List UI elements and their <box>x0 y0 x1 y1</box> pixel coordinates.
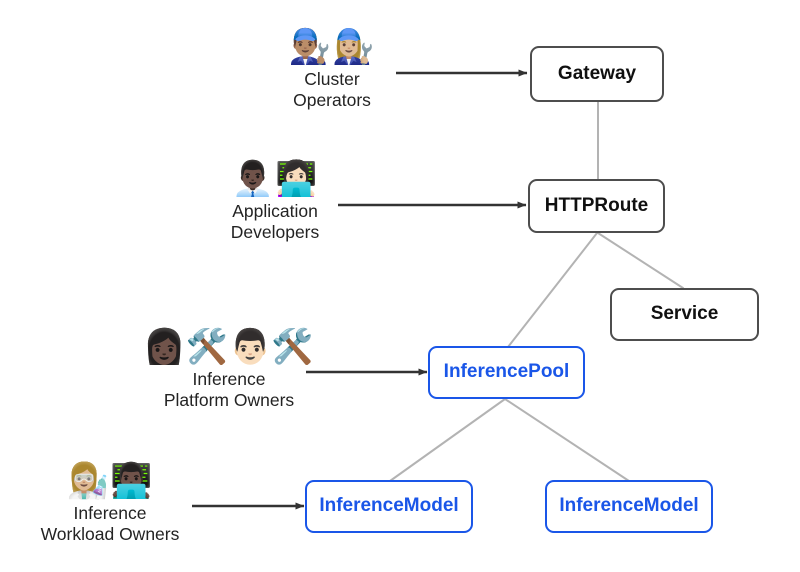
persona-inference-workload-owners: 👩🏼‍🔬👨🏿‍💻 Inference Workload Owners <box>0 464 220 546</box>
node-gateway[interactable]: Gateway <box>530 46 664 102</box>
inference-platform-owners-label: Inference Platform Owners <box>163 369 295 411</box>
node-inference-pool-label: InferencePool <box>443 361 570 383</box>
inference-workload-owners-emoji: 👩🏼‍🔬👨🏿‍💻 <box>66 461 154 501</box>
node-service-label: Service <box>650 303 719 325</box>
persona-application-developers: 👨🏿‍💼👩🏻‍💻 Application Developers <box>165 162 385 244</box>
cluster-operators-emoji: 👨🏽‍🔧👩🏼‍🔧 <box>288 27 376 67</box>
node-httproute-label: HTTPRoute <box>544 194 649 216</box>
node-inference-model-right-label: InferenceModel <box>559 495 699 517</box>
cluster-operators-label: Cluster Operators <box>293 69 371 111</box>
inference-workload-owners-label: Inference Workload Owners <box>40 503 180 545</box>
node-inference-pool[interactable]: InferencePool <box>428 346 585 399</box>
node-inference-model-right[interactable]: InferenceModel <box>545 480 713 533</box>
persona-cluster-operators: 👨🏽‍🔧👩🏼‍🔧 Cluster Operators <box>222 30 442 112</box>
edge-httproute-inferencepool <box>507 232 598 348</box>
persona-inference-platform-owners: 👩🏿‍🛠️👨🏻‍🛠️ Inference Platform Owners <box>119 330 339 412</box>
node-httproute[interactable]: HTTPRoute <box>528 179 665 233</box>
application-developers-emoji: 👨🏿‍💼👩🏻‍💻 <box>231 159 319 199</box>
application-developers-label: Application Developers <box>230 201 320 243</box>
node-gateway-label: Gateway <box>557 62 637 84</box>
edge-httproute-service <box>597 232 684 289</box>
node-service[interactable]: Service <box>610 288 759 341</box>
node-inference-model-left[interactable]: InferenceModel <box>305 480 473 533</box>
node-inference-model-left-label: InferenceModel <box>319 495 459 517</box>
edge-inferencepool-model-right <box>504 398 630 482</box>
edge-inferencepool-model-left <box>389 398 506 482</box>
inference-platform-owners-emoji: 👩🏿‍🛠️👨🏻‍🛠️ <box>143 327 315 367</box>
